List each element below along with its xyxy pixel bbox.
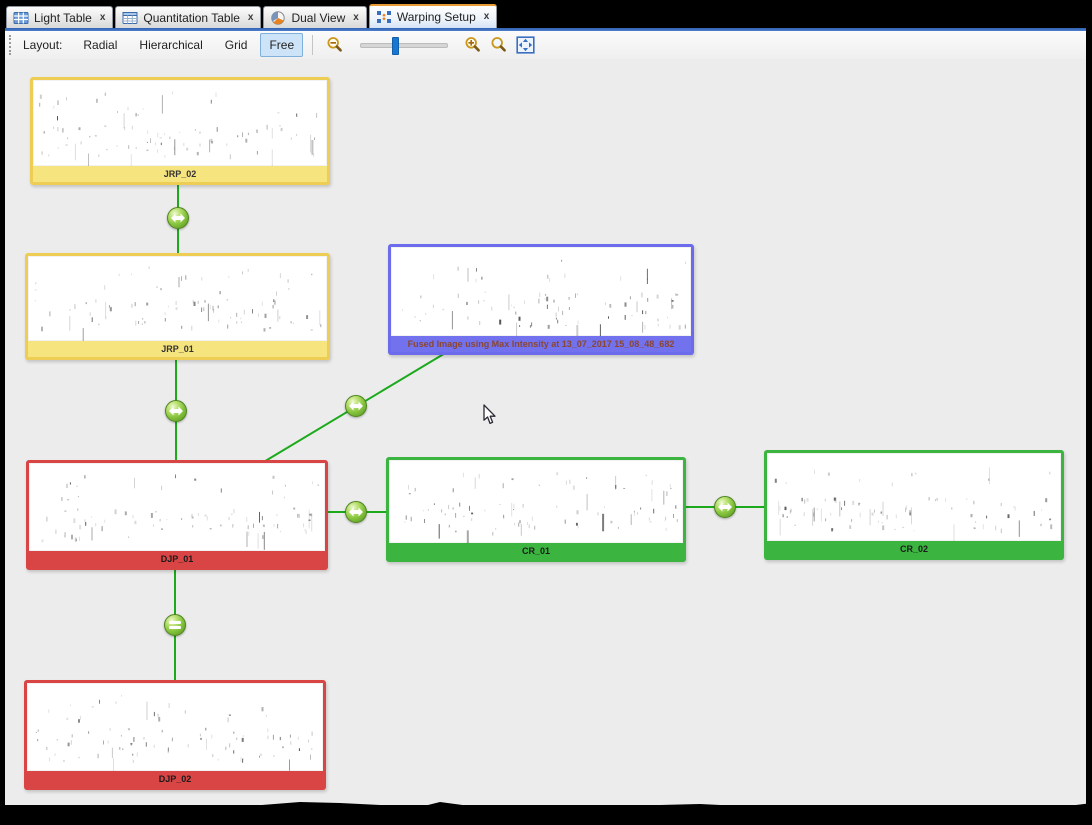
- gel-node-label: JRP_01: [28, 341, 327, 357]
- gel-image: [33, 80, 327, 166]
- fit-view-icon[interactable]: [514, 34, 536, 56]
- toolbar-grip-handle[interactable]: [9, 35, 15, 55]
- warp-arrow-connector-icon[interactable]: [165, 400, 187, 422]
- mouse-cursor: [483, 404, 498, 425]
- tab-label: Quantitation Table: [143, 10, 240, 25]
- tab-quantitation-table[interactable]: Quantitation Table x: [115, 6, 262, 28]
- layout-option-grid[interactable]: Grid: [224, 38, 248, 52]
- close-tab-icon[interactable]: x: [99, 11, 106, 23]
- quantitation-table-icon: [122, 10, 138, 26]
- warping-setup-icon: [376, 9, 392, 25]
- light-table-icon: [13, 10, 29, 26]
- zoom-out-icon[interactable]: [324, 34, 346, 56]
- gel-node-label: DJP_02: [27, 771, 323, 787]
- zoom-reset-icon[interactable]: [488, 34, 510, 56]
- zoom-slider-thumb[interactable]: [392, 37, 400, 55]
- tab-dual-view[interactable]: Dual View x: [263, 6, 367, 28]
- layout-label: Layout:: [23, 38, 63, 52]
- tab-label: Dual View: [291, 10, 346, 25]
- gel-image: [28, 256, 327, 341]
- gel-image: [389, 460, 683, 543]
- zoom-in-icon[interactable]: [462, 34, 484, 56]
- gel-node-label: DJP_01: [29, 551, 325, 567]
- gel-node-djp-01[interactable]: DJP_01: [26, 460, 328, 570]
- tab-underline: [5, 28, 1086, 31]
- tab-light-table[interactable]: Light Table x: [6, 6, 114, 28]
- warp-arrow-connector-icon[interactable]: [345, 395, 367, 417]
- gel-image: [27, 683, 323, 771]
- toolbar-separator: [312, 35, 314, 55]
- gel-node-label: Fused Image using Max Intensity at 13_07…: [391, 336, 691, 352]
- gel-image: [391, 247, 691, 336]
- gel-node-fused[interactable]: Fused Image using Max Intensity at 13_07…: [388, 244, 694, 355]
- gel-node-jrp-02[interactable]: JRP_02: [30, 77, 330, 185]
- gel-node-label: CR_02: [767, 541, 1061, 557]
- gel-image: [767, 453, 1061, 541]
- toolbar: Layout: Radial Hierarchical Grid Free: [5, 31, 1086, 60]
- gel-node-label: CR_01: [389, 543, 683, 559]
- close-tab-icon[interactable]: x: [483, 11, 490, 22]
- gel-node-cr-02[interactable]: CR_02: [764, 450, 1064, 560]
- close-tab-icon[interactable]: x: [353, 11, 359, 23]
- gel-node-cr-01[interactable]: CR_01: [386, 457, 686, 562]
- layout-option-free[interactable]: Free: [260, 33, 304, 57]
- layout-option-radial[interactable]: Radial: [83, 38, 118, 52]
- tab-label: Warping Setup: [396, 10, 476, 24]
- tab-warping-setup[interactable]: Warping Setup x: [368, 4, 498, 28]
- close-tab-icon[interactable]: x: [247, 11, 254, 23]
- dual-view-icon: [270, 10, 286, 26]
- layout-options: Radial Hierarchical Grid Free: [74, 33, 307, 57]
- warp-arrow-connector-icon[interactable]: [167, 207, 189, 229]
- tab-label: Light Table: [34, 10, 92, 25]
- zoom-slider[interactable]: [360, 36, 449, 55]
- layout-option-hierarchical[interactable]: Hierarchical: [139, 38, 203, 52]
- gel-node-jrp-01[interactable]: JRP_01: [25, 253, 330, 360]
- gel-node-label: JRP_02: [33, 166, 327, 182]
- warp-equals-connector-icon[interactable]: [164, 614, 186, 636]
- warp-arrow-connector-icon[interactable]: [714, 496, 736, 518]
- gel-node-djp-02[interactable]: DJP_02: [24, 680, 326, 790]
- gel-image: [29, 463, 325, 551]
- zoom-slider-track[interactable]: [360, 42, 449, 48]
- warp-arrow-connector-icon[interactable]: [345, 501, 367, 523]
